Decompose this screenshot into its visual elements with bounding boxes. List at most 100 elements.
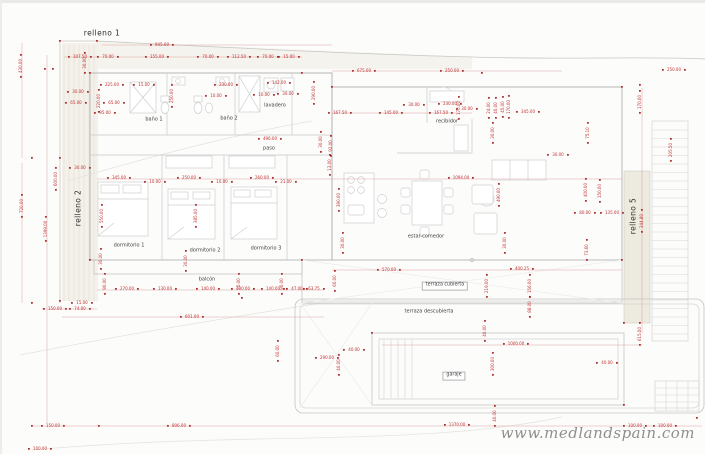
dimension-dot — [116, 55, 119, 59]
dimension-label: 30.00 — [318, 136, 323, 148]
dimension-dot — [280, 292, 284, 295]
dimension-label: 205.50 — [668, 143, 673, 157]
dimension-label: 140.00 — [266, 286, 280, 291]
stair-rungs — [652, 129, 699, 411]
dimension-label: 290.00 — [320, 355, 334, 360]
dimension-dot — [276, 55, 279, 59]
dimension-label: 675.00 — [357, 68, 371, 73]
dimension-dot — [638, 111, 642, 115]
dimension-label: 570.00 — [382, 267, 396, 272]
dimension-dot — [144, 180, 147, 184]
dimension-dot — [99, 267, 103, 270]
hall-closet — [429, 90, 465, 103]
dimension-dot — [638, 321, 642, 325]
dimension-dot — [252, 287, 256, 291]
dimension-dot — [122, 101, 125, 105]
dimension-dot — [248, 55, 252, 59]
dimension-dot — [487, 97, 491, 100]
dimension-label: 230.00 — [443, 101, 457, 106]
dimension-dot — [194, 225, 198, 229]
dimension-dot — [507, 116, 511, 120]
dimension-dot — [286, 287, 289, 291]
dimension-label: 88.00 — [527, 301, 532, 313]
dimension-dot — [343, 348, 346, 352]
dimension-dot — [58, 299, 62, 303]
dimension-label: 10.00 — [216, 179, 228, 184]
dimension-label: 90.00 — [102, 278, 107, 290]
dimension-dot — [362, 348, 365, 352]
dimension-dot — [300, 258, 304, 262]
dimension-dot — [30, 424, 34, 428]
dimension-dot — [90, 301, 93, 305]
dimension-dot — [94, 111, 97, 115]
dimension-dot — [230, 287, 234, 291]
dimension-dot — [237, 273, 241, 276]
dimension-dot — [64, 307, 68, 311]
dimension-dot — [622, 424, 626, 428]
dimension-label: 220.00 — [96, 94, 101, 108]
dimension-dot — [333, 270, 337, 273]
dimension-dot — [19, 75, 23, 79]
dimension-label: 945.00 — [155, 42, 169, 47]
dimension-dot — [279, 137, 283, 141]
dimension-dot — [598, 200, 602, 204]
dimension-dot — [194, 203, 198, 207]
dimension-dot — [586, 122, 590, 125]
dimension-dot — [276, 359, 280, 362]
dimension-dot — [58, 39, 62, 43]
dimension-label: 73.60 — [584, 244, 589, 256]
dimension-dot — [501, 96, 505, 99]
dimension-dot — [640, 208, 644, 212]
dimension-dot — [49, 447, 53, 451]
dimension-label: 10.00 — [149, 179, 161, 184]
dimension-label: 130.00 — [158, 286, 172, 291]
dimension-dot — [83, 52, 87, 55]
dimension-dot — [99, 248, 103, 251]
dimension-label: 260.00 — [255, 175, 269, 180]
dimension-dot — [491, 351, 495, 355]
dimension-dot — [58, 156, 62, 160]
dimension-label: 95.00 — [99, 110, 111, 115]
dimension-label: 1094.00 — [452, 175, 470, 180]
dimension-label: 150.00 — [46, 423, 60, 428]
dimension-label: 156.00 — [527, 279, 532, 293]
dimension-dot — [69, 166, 72, 170]
dimension-label: 100.00 — [658, 423, 672, 428]
dimension-dot — [483, 339, 487, 342]
dimension-dot — [166, 424, 170, 428]
dimension-label: 550.00 — [99, 209, 104, 223]
dimension-dot — [20, 193, 24, 197]
dimension-label: 167.50 — [333, 110, 347, 115]
dimension-label: 167.50 — [434, 110, 448, 115]
dimension-label: 90.00 — [279, 278, 284, 290]
dimension-label: 219.00 — [484, 279, 489, 293]
dimension-dot — [89, 55, 93, 59]
dimension-label: 40.00 — [348, 347, 360, 352]
dimension-dot — [300, 71, 304, 75]
dimension-dot — [174, 287, 178, 291]
dimension-label: 40.00 — [493, 102, 498, 114]
dimension-label: 250.00 — [667, 67, 681, 72]
dimension-dot — [328, 154, 332, 157]
dimension-dot — [485, 295, 489, 299]
dimension-dot — [19, 53, 23, 57]
dimension-dot — [103, 292, 107, 295]
dimension-dot — [44, 240, 48, 243]
dimension-dot — [103, 273, 107, 276]
dimension-dot — [447, 176, 450, 180]
dimension-dot — [584, 199, 588, 203]
dimension-dot — [314, 356, 318, 360]
dimension-dot — [475, 107, 478, 111]
garage-ramp-stripes — [383, 339, 413, 399]
dimension-dot — [226, 55, 230, 59]
dimension-label: 40.00 — [336, 359, 341, 371]
dimension-dot — [328, 173, 332, 176]
dimension-dot — [235, 83, 239, 87]
dimension-dot — [88, 307, 91, 311]
dimension-label: 10.00 — [210, 93, 222, 98]
dimension-dot — [30, 301, 34, 305]
dimension-dot — [297, 55, 300, 59]
dimension-dot — [622, 403, 626, 407]
dimension-dot — [638, 83, 642, 87]
dimension-label: 270.00 — [120, 286, 134, 291]
